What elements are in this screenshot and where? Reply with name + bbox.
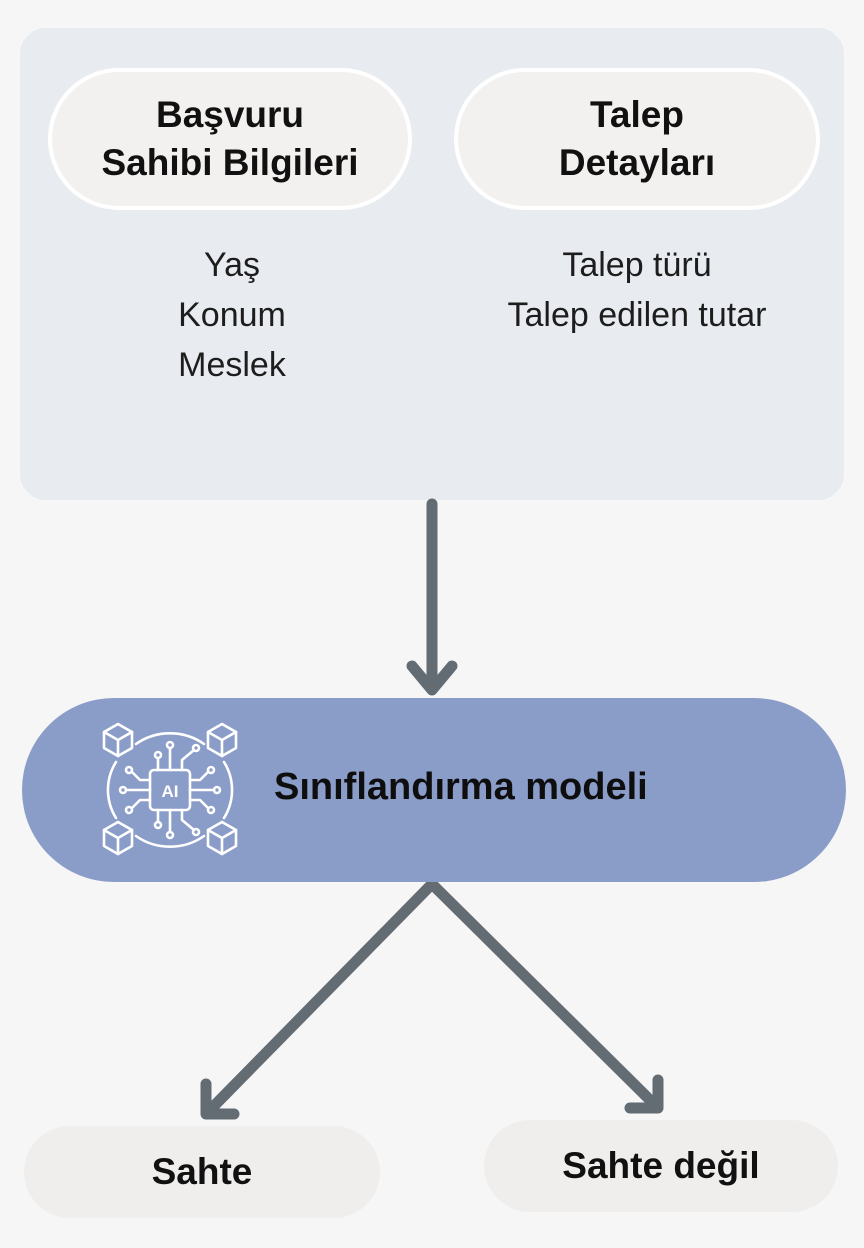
field-age: Yaş [203,246,261,284]
outcome-fraud-label: Sahte [151,1151,253,1192]
applicant-title-line2: Sahibi Bilgileri [101,142,359,183]
classification-model-band [22,698,846,882]
ai-chip-icon: AI [102,722,238,856]
outcome-not-fraud-label: Sahte değil [562,1145,760,1186]
input-features-panel: Başvuru Sahibi Bilgileri Talep Detayları… [20,28,844,500]
claim-title-line2: Detayları [558,142,716,183]
field-claim-type: Talep türü [562,246,712,284]
claim-title-line1: Talep [590,93,684,135]
arrow-inputs-to-model [406,498,458,696]
arrow-model-to-not-fraud [426,878,664,1114]
ai-chip-label: AI [162,782,179,801]
applicant-info-header: Başvuru Sahibi Bilgileri [48,68,412,210]
field-claim-amount: Talep edilen tutar [507,296,767,334]
field-occupation: Meslek [178,346,286,384]
claim-details-header: Talep Detayları [454,68,820,210]
arrow-model-to-fraud [200,878,438,1120]
outcome-fraud: Sahte [24,1126,380,1218]
claim-field-list: Talep türü Talep edilen tutar [450,240,824,340]
classification-model-label: Sınıflandırma modeli [274,766,648,808]
applicant-field-list: Yaş Konum Meslek [132,240,332,390]
field-location: Konum [178,296,286,334]
outcome-not-fraud: Sahte değil [484,1120,838,1212]
applicant-title-line1: Başvuru [155,93,305,135]
